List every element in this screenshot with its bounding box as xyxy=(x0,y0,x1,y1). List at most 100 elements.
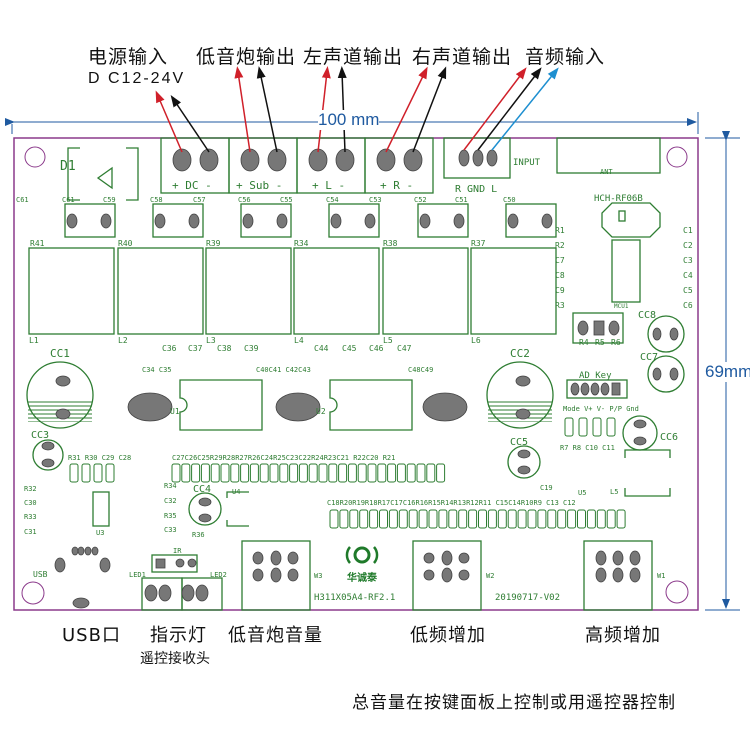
label-ir-receiver: 遥控接收头 xyxy=(140,651,210,667)
part-label: R32 xyxy=(24,485,37,493)
mount-hole xyxy=(665,580,689,604)
smd-footprint xyxy=(426,463,436,483)
smd-footprint xyxy=(418,509,428,529)
smd-footprint xyxy=(398,509,408,529)
left-terminal-label: + L - xyxy=(312,179,345,192)
electrolytic-caps xyxy=(26,315,685,526)
smd-footprint xyxy=(557,509,567,529)
part-label: R5 xyxy=(595,338,605,347)
right-terminal-label: + R - xyxy=(380,179,413,192)
smd-footprint xyxy=(468,509,478,529)
part-label: C7 xyxy=(555,256,565,265)
part-label: C33 xyxy=(164,526,177,534)
u4-label: U4 xyxy=(232,488,240,496)
part-label: C2 xyxy=(683,241,693,250)
smd-footprint xyxy=(81,463,91,483)
version-label: 20190717-V02 xyxy=(495,593,560,603)
part-label: R7 R8 C10 C11 xyxy=(560,444,615,452)
label-power-input: 电源输入 xyxy=(88,46,169,68)
part-label: C46 xyxy=(369,344,384,353)
mount-hole xyxy=(21,581,45,605)
smd-footprint xyxy=(105,463,115,483)
part-label: C4 xyxy=(683,271,693,280)
part-label: R34 xyxy=(164,482,177,490)
usb-label: USB xyxy=(33,570,48,579)
u1-label: U1 xyxy=(170,407,180,416)
part-label: C45 xyxy=(342,344,357,353)
cc4-label: CC4 xyxy=(193,484,211,495)
pads xyxy=(41,148,679,609)
part-label: R1 xyxy=(555,226,565,235)
smd-footprint xyxy=(339,509,349,529)
key-pins-label: Mode V+ V- P/P Gnd xyxy=(563,405,639,413)
dc-terminal-label: + DC - xyxy=(172,179,212,192)
cap-label: C59 xyxy=(103,196,116,204)
cap-label: C54 xyxy=(326,196,339,204)
smd-footprint xyxy=(171,463,181,483)
smd-footprint xyxy=(436,463,446,483)
smd-footprint xyxy=(210,463,220,483)
ir-label: IR xyxy=(173,547,182,555)
smd-footprint xyxy=(308,463,318,483)
part-label: C6 xyxy=(683,301,693,310)
label-treble-boost: 高频增加 xyxy=(585,625,661,646)
smd-footprint xyxy=(616,509,626,529)
smd-footprint xyxy=(338,463,348,483)
smd-footprint xyxy=(406,463,416,483)
smd-footprint xyxy=(564,417,574,437)
smd-footprint xyxy=(357,463,367,483)
part-label: R36 xyxy=(192,531,205,539)
smd-footprint xyxy=(249,463,259,483)
smd-footprint xyxy=(458,509,468,529)
smd-footprint xyxy=(592,417,602,437)
sub-terminal-label: + Sub - xyxy=(236,179,282,192)
w2-label: W2 xyxy=(486,572,494,580)
smd-footprint xyxy=(359,509,369,529)
svg-text:华诚泰: 华诚泰 xyxy=(347,571,378,584)
part-label: C44 xyxy=(314,344,329,353)
cap-label: C58 xyxy=(150,196,163,204)
inductor-label: L6 xyxy=(471,336,481,345)
smd-footprint xyxy=(387,463,397,483)
smd-footprint xyxy=(377,463,387,483)
cc5-label: CC5 xyxy=(510,437,528,448)
smd-footprint xyxy=(298,463,308,483)
label-indicator: 指示灯 xyxy=(150,625,207,646)
part-label: C3 xyxy=(683,256,693,265)
smd-footprint xyxy=(289,463,299,483)
inductor-label: L3 xyxy=(206,336,216,345)
smd-footprint xyxy=(191,463,201,483)
inductor-label: L5 xyxy=(383,336,393,345)
label-sub-output: 低音炮输出 xyxy=(196,46,297,68)
part-label: R6 xyxy=(611,338,621,347)
smd-footprint xyxy=(428,509,438,529)
resistor-label: R41 xyxy=(30,239,45,248)
part-label: C40C41 C42C43 xyxy=(256,366,311,374)
part-label: C36 xyxy=(162,344,177,353)
label-audio-input: 音频输入 xyxy=(525,46,606,68)
part-label: C38 xyxy=(217,344,232,353)
part-row-label: R31 R30 C29 C28 xyxy=(68,454,131,462)
resistor-label: R34 xyxy=(294,239,309,248)
smd-footprint xyxy=(606,417,616,437)
smd-footprint xyxy=(537,509,547,529)
silkscreen xyxy=(28,137,671,611)
part-label: C48C49 xyxy=(408,366,433,374)
u2-label: U2 xyxy=(316,407,326,416)
cap-label: C53 xyxy=(369,196,382,204)
smd-footprint xyxy=(369,509,379,529)
smd-footprint xyxy=(438,509,448,529)
mount-hole xyxy=(666,146,688,168)
part-label: C31 xyxy=(24,528,37,536)
smd-footprint xyxy=(329,509,339,529)
smd-footprint xyxy=(596,509,606,529)
part-label: C30 xyxy=(24,499,37,507)
ad-key-label: AD_Key xyxy=(579,371,612,381)
smd-footprint xyxy=(347,463,357,483)
cap-label: C55 xyxy=(280,196,293,204)
smd-rows xyxy=(69,417,626,529)
cap-label: C61 xyxy=(62,196,75,204)
smd-footprint xyxy=(567,509,577,529)
smd-footprint xyxy=(416,463,426,483)
inductor-label: L2 xyxy=(118,336,128,345)
